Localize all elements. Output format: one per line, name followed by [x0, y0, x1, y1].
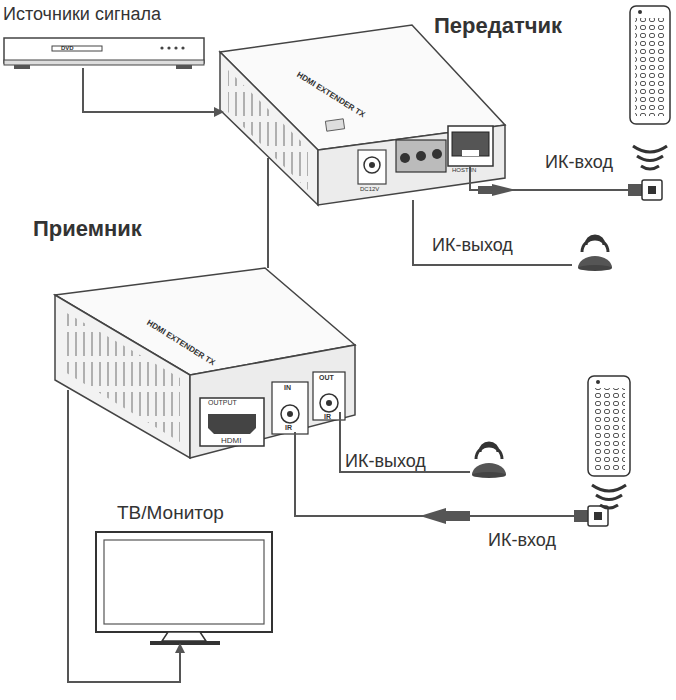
remote-control: [588, 6, 670, 508]
device-marking: HDMI EXTENDER TX: [145, 318, 217, 367]
device-heading: ТВ/Монитор: [117, 502, 224, 524]
device-marking: HDMI EXTENDER TX: [295, 70, 367, 119]
transmitter: Передатчик: [222, 30, 505, 158]
port-label: OUT: [319, 374, 334, 382]
receiver-housing: [55, 268, 355, 458]
port-label: OUTPUT: [208, 399, 237, 407]
ir-label: ИК-вход: [488, 530, 556, 551]
tv-monitor: [96, 532, 272, 645]
ir-label: ИК-вход: [545, 152, 613, 173]
signal-cable: [267, 158, 269, 268]
arrow: [420, 508, 446, 524]
port-label: IR: [324, 413, 331, 421]
port-label: IR: [285, 424, 292, 432]
device-heading: Источники сигнала: [3, 4, 161, 25]
port-label: HDMI: [221, 436, 241, 445]
port-label: DC12V: [360, 186, 379, 193]
transmitter-housing: [220, 25, 505, 205]
ir-receiver-sensor: [574, 180, 662, 526]
device-heading: Приемник: [33, 216, 142, 241]
device-heading: Передатчик: [434, 13, 562, 38]
device-brand: DVD: [61, 45, 74, 52]
ir-label: ИК-выход: [432, 235, 513, 256]
ir-wires: [295, 166, 640, 516]
arrow: [492, 184, 516, 196]
source-device: Источники сигналаDVD: [3, 36, 206, 68]
receiver: Приемник: [55, 268, 355, 390]
signal-cable: [68, 390, 180, 682]
tv-monitor: ТВ/Монитор: [95, 530, 273, 645]
ir-label: ИК-выход: [345, 451, 426, 472]
port-label: IN: [284, 384, 291, 392]
signal-cable: [83, 68, 222, 112]
port-label: HOST IN: [452, 167, 476, 174]
dvd-player: [4, 38, 204, 69]
